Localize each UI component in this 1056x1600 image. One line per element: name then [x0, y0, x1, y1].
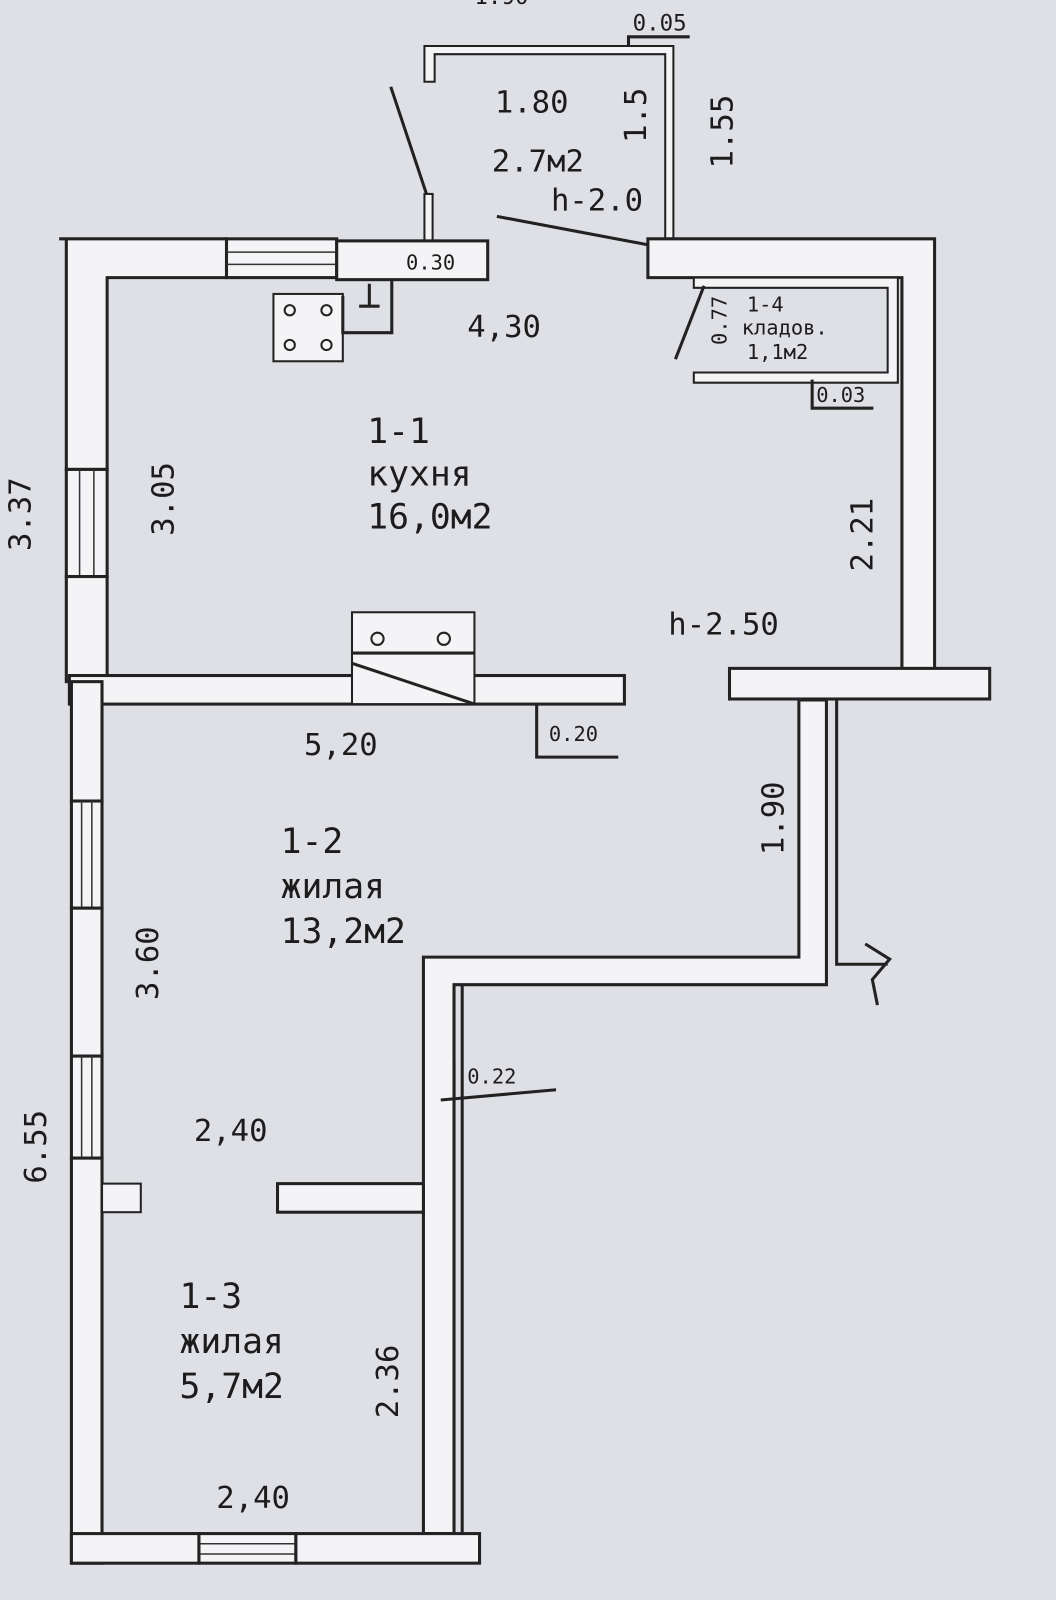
dim-outer-left-upper: 3.37	[4, 477, 39, 551]
dim-kitchen-width: 4,30	[467, 310, 541, 345]
kitchen-name: кухня	[367, 455, 471, 495]
dim-closet-width: 0.77	[707, 296, 731, 345]
kitchen-living-wall	[67, 611, 992, 759]
living-walls	[69, 680, 893, 1565]
dim-kitchen-wall-top: 0.30	[406, 250, 455, 274]
dim-kitchen-right-depth: 2.21	[845, 498, 880, 572]
kitchen-number: 1-1	[367, 412, 430, 452]
living2-name: жилая	[180, 1322, 284, 1362]
kitchen-walls	[59, 237, 937, 684]
vestibule-area: 2.7м2	[492, 145, 584, 180]
closet-number: 1-4	[747, 292, 784, 316]
dim-living2-width-bottom: 2,40	[216, 1481, 290, 1516]
living1-name: жилая	[281, 867, 385, 907]
vestibule-height: h-2.0	[551, 183, 643, 218]
dim-closet-wall: 0.03	[816, 383, 865, 407]
dim-vestibule-width: 1.80	[495, 85, 569, 120]
dim-living1-wall-right: 0.22	[467, 1065, 516, 1089]
dim-living1-wall-top: 0.20	[549, 722, 598, 746]
living1-number: 1-2	[281, 822, 344, 862]
closet-name: кладов.	[742, 316, 828, 340]
living2-number: 1-3	[180, 1277, 243, 1317]
kitchen-height: h-2.50	[668, 608, 779, 643]
dim-living1-depth: 3.60	[131, 926, 166, 1000]
living1-area: 13,2м2	[281, 912, 406, 952]
dim-vestibule-depth-outer: 1.55	[706, 95, 741, 169]
dim-living2-depth: 2.36	[371, 1345, 406, 1419]
dim-kitchen-depth: 3.05	[146, 462, 181, 536]
vestibule-walls	[389, 35, 690, 247]
dim-living1-width: 5,20	[304, 728, 378, 763]
dim-outer-left-lower: 6.55	[19, 1110, 54, 1184]
closet-area: 1,1м2	[747, 340, 808, 364]
kitchen-area: 16,0м2	[367, 498, 492, 538]
dim-vestibule-depth-inner: 1.5	[619, 88, 654, 143]
dim-top-cut: 1.90	[474, 0, 528, 10]
living2-area: 5,7м2	[180, 1367, 284, 1407]
dim-living1-side: 1.90	[757, 781, 792, 855]
dim-living2-width-top: 2,40	[194, 1114, 268, 1149]
dim-vestibule-wall: 0.05	[633, 11, 687, 37]
